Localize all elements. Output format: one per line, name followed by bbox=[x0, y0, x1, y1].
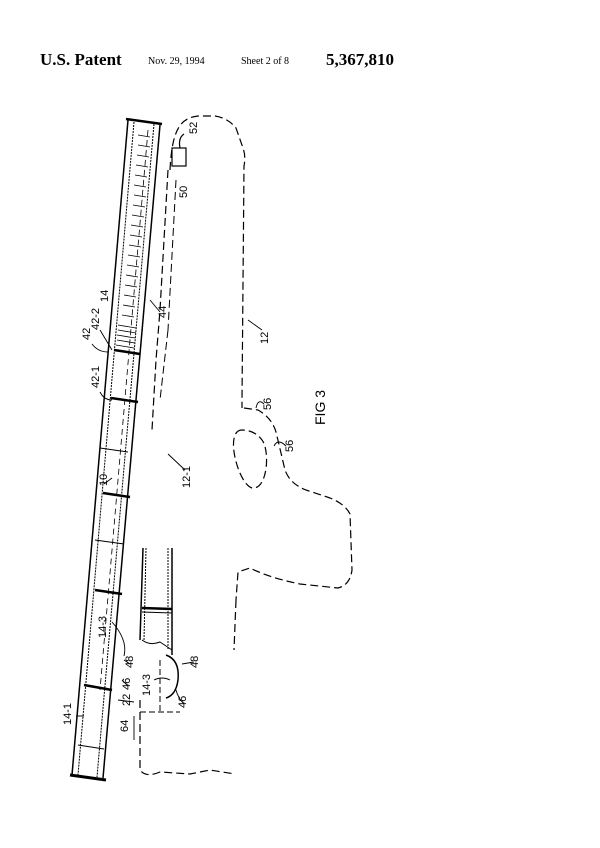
ref-22: 22 bbox=[121, 694, 133, 706]
ref-64: 64 bbox=[119, 720, 131, 732]
ref-56b: 56 bbox=[284, 440, 296, 452]
ref-14-3a: 14-3 bbox=[97, 616, 109, 638]
ref-12: 12 bbox=[259, 332, 271, 344]
ref-56a: 56 bbox=[262, 398, 274, 410]
ref-42-1: 42-1 bbox=[90, 366, 102, 388]
ref-48a: 48 bbox=[124, 656, 136, 668]
ref-52: 52 bbox=[188, 122, 200, 134]
reference-labels: 52 50 14 42-2 42 42-1 44 12 56 56 10 12-… bbox=[62, 122, 328, 732]
ref-10: 10 bbox=[98, 474, 110, 486]
ref-12-1: 12-1 bbox=[181, 466, 193, 488]
patent-date: Nov. 29, 1994 bbox=[148, 56, 205, 67]
ref-42-2: 42-2 bbox=[90, 308, 102, 330]
detail-50-52 bbox=[171, 133, 187, 167]
patent-number: 5,367,810 bbox=[326, 50, 394, 69]
ref-14: 14 bbox=[99, 290, 111, 302]
figure-label: FIG 3 bbox=[312, 390, 328, 425]
ref-48b: 48 bbox=[189, 656, 201, 668]
body-outline-12 bbox=[139, 115, 353, 776]
patent-title: U.S. Patent bbox=[40, 50, 122, 69]
ref-50: 50 bbox=[178, 186, 190, 198]
ref-14-1: 14-1 bbox=[62, 703, 74, 725]
tube-assembly-10 bbox=[69, 117, 163, 782]
spring-44 bbox=[115, 134, 151, 349]
ref-46a: 46 bbox=[121, 678, 133, 690]
ref-14-3b: 14-3 bbox=[141, 674, 153, 696]
leader-lines bbox=[76, 299, 287, 740]
dashed-guide bbox=[159, 179, 177, 401]
sheet-number: Sheet 2 of 8 bbox=[241, 56, 290, 67]
detail-section bbox=[139, 547, 180, 713]
ref-42: 42 bbox=[81, 328, 93, 340]
ref-44: 44 bbox=[157, 306, 169, 318]
